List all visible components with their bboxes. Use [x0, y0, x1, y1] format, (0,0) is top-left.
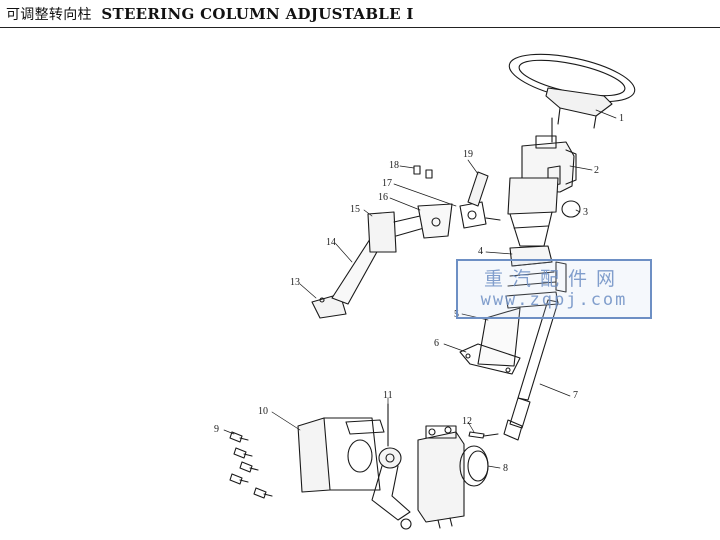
- small-fasteners: [413, 165, 433, 179]
- title-english: STEERING COLUMN ADJUSTABLE I: [101, 5, 414, 23]
- column-cover-cone: [459, 307, 521, 375]
- callout-18: 18: [389, 160, 399, 171]
- callout-11: 11: [383, 390, 393, 401]
- callout-labels: 1 2 3 4 5 6 7 8 9 10 11 12 13 14 15 16 1…: [214, 113, 624, 474]
- callout-19: 19: [463, 149, 473, 160]
- callout-15: 15: [350, 204, 360, 215]
- title-chinese: 可调整转向柱: [6, 7, 92, 23]
- callout-16: 16: [378, 192, 388, 203]
- callout-13: 13: [290, 277, 300, 288]
- callout-4: 4: [478, 246, 483, 257]
- callout-3: 3: [583, 207, 588, 218]
- callout-1: 1: [619, 113, 624, 124]
- pitman-arm: [371, 403, 412, 530]
- callout-10: 10: [258, 406, 268, 417]
- intermediate-shaft: [503, 261, 567, 441]
- callout-7: 7: [573, 390, 578, 401]
- callout-8: 8: [503, 463, 508, 474]
- title-rule: [0, 27, 720, 28]
- steering-gear-box: [417, 425, 489, 529]
- watermark-url: www.zqpj.com: [480, 290, 628, 310]
- upper-steering-column: [507, 135, 581, 247]
- callout-9: 9: [214, 424, 219, 435]
- callout-leaders: [223, 109, 617, 469]
- watermark-chinese: 重汽配件网: [483, 268, 624, 290]
- watermark: 重汽配件网 www.zqpj.com: [456, 259, 652, 319]
- gear-mounting-bracket: [297, 417, 385, 493]
- callout-12: 12: [462, 416, 472, 427]
- callout-6: 6: [434, 338, 439, 349]
- upper-mount-bracket: [367, 201, 501, 253]
- steering-wheel: [508, 53, 636, 143]
- mounting-bolts: [229, 431, 273, 499]
- clamp-clip: [468, 431, 499, 439]
- tilt-adjust-lever: [467, 171, 489, 207]
- callout-14: 14: [326, 237, 336, 248]
- callout-2: 2: [594, 165, 599, 176]
- page-title: 可调整转向柱 STEERING COLUMN ADJUSTABLE I: [6, 4, 414, 24]
- callout-17: 17: [382, 178, 392, 189]
